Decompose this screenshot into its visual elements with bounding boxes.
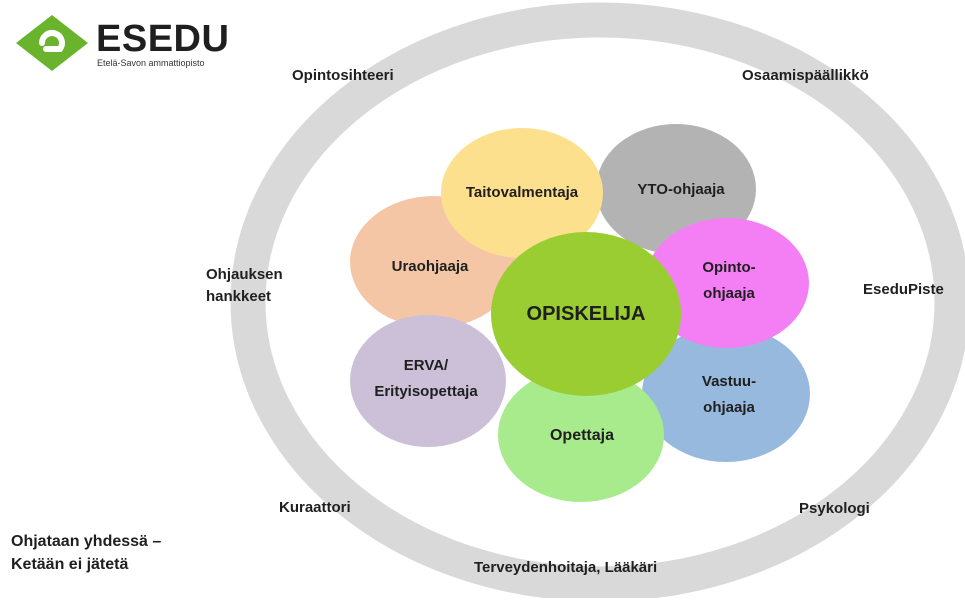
esedu-logo-icon [16,15,88,71]
petal-label-vastuu-line1: Vastuu- [702,373,756,390]
petal-vastuuohjaaja [642,326,810,462]
petal-label-opinto-line2: ohjaaja [703,285,755,302]
ring-label-psykologi: Psykologi [799,500,870,517]
ring-label-terveydenhoitaja: Terveydenhoitaja, Lääkäri [474,559,658,576]
ring-label-kuraattori: Kuraattori [279,499,351,516]
petal-opinto-ohjaaja [645,218,809,348]
petal-label-vastuu-line2: ohjaaja [703,399,755,416]
ring-label-ohjauksen: Ohjauksen [206,266,283,283]
petal-label-taitovalmentaja: Taitovalmentaja [466,184,579,201]
petal-label-opettaja: Opettaja [550,427,614,444]
footer-line-2: Ketään ei jätetä [11,556,129,573]
ring-label-osaamispaallikko: Osaamispäällikkö [742,67,869,84]
center-label: OPISKELIJA [527,303,646,325]
petal-taitovalmentaja [441,128,603,258]
logo-wordmark: ESEDU [96,18,230,60]
petal-label-opinto-line1: Opinto- [702,259,755,276]
petal-label-yto-ohjaaja: YTO-ohjaaja [637,181,725,198]
petal-label-erva-line2: Erityisopettaja [374,383,478,400]
ring-label-esedupiste: EseduPiste [863,281,944,298]
outer-ring [230,2,965,602]
petal-erva-erityisopettaja [350,315,506,447]
petal-opettaja [498,368,664,502]
ring-label-hankkeet: hankkeet [206,288,272,305]
petal-label-uraohjaaja: Uraohjaaja [392,258,469,275]
logo-subtitle: Etelä-Savon ammattiopisto [97,58,205,68]
petal-label-erva-line1: ERVA/ [404,357,449,374]
center-circle [491,232,681,396]
footer-line-1: Ohjataan yhdessä – [11,533,162,550]
ring-label-opintosihteeri: Opintosihteeri [292,67,394,84]
